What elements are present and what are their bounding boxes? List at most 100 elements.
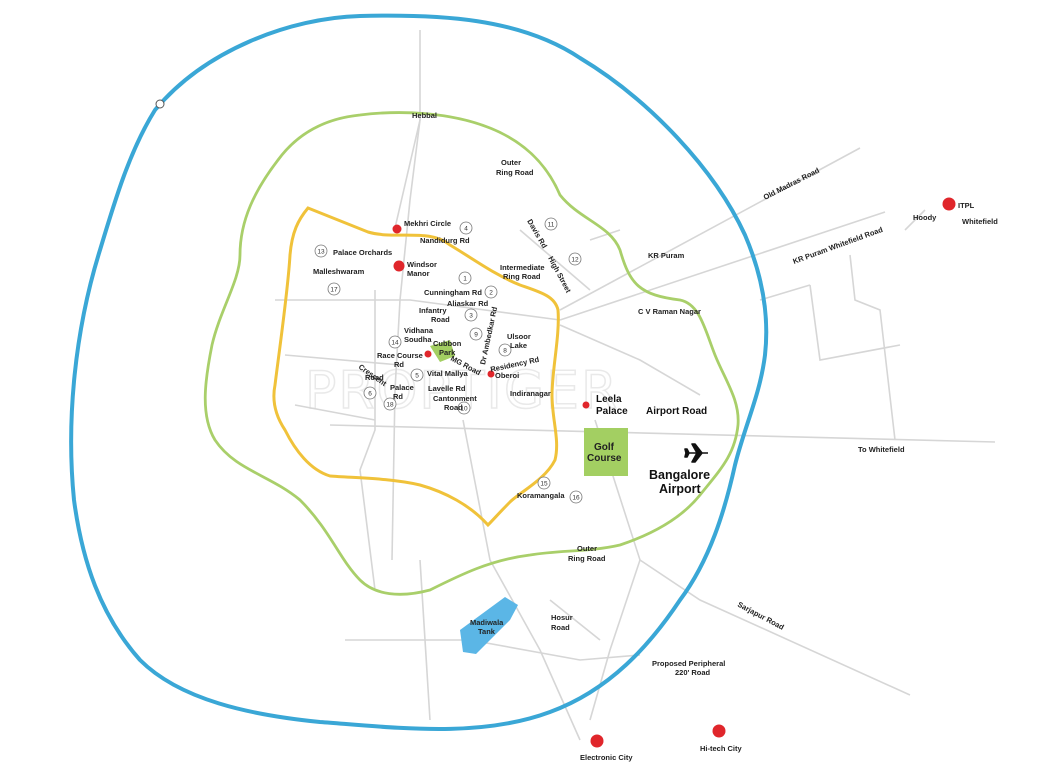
- label-cantonment-road-1: Cantonment: [433, 394, 477, 403]
- svg-text:13: 13: [317, 249, 325, 256]
- label-to-whitefield: To Whitefield: [858, 445, 905, 454]
- svg-text:5: 5: [415, 373, 419, 380]
- label-malleshwaram: Malleshwaram: [313, 267, 365, 276]
- marker-2: 2: [484, 285, 498, 299]
- label-palace-orchards: Palace Orchards: [333, 248, 392, 257]
- marker-16: 16: [569, 490, 583, 504]
- label-windsor-manor-1: Windsor: [407, 260, 437, 269]
- marker-4: 4: [459, 221, 473, 235]
- label-intermediate-ring-2: Ring Road: [503, 272, 541, 281]
- label-whitefield: Whitefield: [962, 217, 998, 226]
- marker-13: 13: [314, 244, 328, 258]
- label-race-course-rd-2: Rd: [394, 360, 404, 369]
- svg-text:8: 8: [503, 348, 507, 355]
- label-aliaskar-rd: Aliaskar Rd: [447, 299, 489, 308]
- marker-5: 5: [410, 368, 424, 382]
- marker-3: 3: [464, 308, 478, 322]
- label-electronic-city: Electronic City: [580, 753, 633, 762]
- label-hoody: Hoody: [913, 213, 937, 222]
- golf-course-area: [584, 428, 628, 476]
- label-ulsoor-lake-2: Lake: [510, 341, 527, 350]
- marker-8: 8: [498, 343, 512, 357]
- svg-text:14: 14: [391, 340, 399, 347]
- oberoi-dot: [487, 370, 495, 378]
- marker-9: 9: [469, 327, 483, 341]
- windsor-manor-dot: [393, 260, 405, 272]
- label-cubbon-park-1: Cubbon: [433, 339, 462, 348]
- label-oberoi: Oberoi: [495, 371, 519, 380]
- label-infantry-road-1: Infantry: [419, 306, 447, 315]
- svg-text:9: 9: [474, 332, 478, 339]
- svg-text:15: 15: [540, 481, 548, 488]
- label-itpl: ITPL: [958, 201, 975, 210]
- label-leela-palace-2: Palace: [596, 406, 628, 417]
- label-vidhana-soudha-1: Vidhana: [404, 326, 434, 335]
- svg-text:16: 16: [572, 495, 580, 502]
- label-mekhri-circle: Mekhri Circle: [404, 219, 451, 228]
- svg-text:12: 12: [571, 257, 579, 264]
- label-golf-course-2: Course: [587, 453, 622, 464]
- label-koramangala: Koramangala: [517, 491, 565, 500]
- road-network: [275, 30, 996, 741]
- label-madiwala-tank-2: Tank: [478, 627, 496, 636]
- label-madiwala-tank-1: Madiwala: [470, 618, 504, 627]
- label-hitech-city: Hi-tech City: [700, 744, 743, 753]
- ring-marker-icon: [155, 99, 165, 109]
- cubbon-park-area: [430, 340, 455, 362]
- hitech-city-dot: [712, 724, 726, 738]
- label-outer-ring-south-2: Ring Road: [568, 554, 606, 563]
- svg-text:10: 10: [460, 406, 468, 413]
- label-leela-palace-1: Leela: [596, 394, 622, 405]
- label-indiranagar: Indiranagar: [510, 389, 551, 398]
- label-nandidurg-rd: Nandidurg Rd: [420, 236, 470, 245]
- marker-1: 1: [458, 271, 472, 285]
- svg-text:17: 17: [330, 287, 338, 294]
- marker-12: 12: [568, 252, 582, 266]
- label-windsor-manor-2: Manor: [407, 269, 430, 278]
- label-intermediate-ring-1: Intermediate: [500, 263, 545, 272]
- label-vital-mallya: Vital Mallya: [427, 369, 469, 378]
- label-proposed-peripheral-2: 220' Road: [675, 668, 711, 677]
- marker-17: 17: [327, 282, 341, 296]
- marker-10: 10: [457, 401, 471, 415]
- marker-18: 18: [383, 397, 397, 411]
- leela-palace-dot: [582, 401, 590, 409]
- outer-ring-road: [203, 111, 740, 596]
- svg-text:4: 4: [464, 226, 468, 233]
- itpl-dot: [942, 197, 956, 211]
- mekhri-circle-dot: [392, 224, 402, 234]
- svg-text:6: 6: [368, 391, 372, 398]
- svg-text:3: 3: [469, 313, 473, 320]
- label-kr-puram-whitefield-road: KR Puram Whitefield Road: [792, 225, 885, 266]
- map-labels: Hebbal Outer Ring Road Old Madras Road K…: [313, 111, 998, 762]
- label-outer-ring-north-2: Ring Road: [496, 168, 534, 177]
- label-outer-ring-south-1: Outer: [577, 544, 597, 553]
- airplane-icon: [684, 443, 708, 463]
- label-old-madras-road: Old Madras Road: [762, 166, 821, 202]
- label-hebbal: Hebbal: [412, 111, 437, 120]
- marker-14: 14: [388, 335, 402, 349]
- label-vidhana-soudha-2: Soudha: [404, 335, 432, 344]
- label-cantonment-road-2: Road: [444, 403, 463, 412]
- numbered-markers: 1 2 3 4 5 6 8 9 10 11 12 13 14 15 16 17 …: [314, 217, 583, 504]
- label-ulsoor-lake-1: Ulsoor: [507, 332, 531, 341]
- madiwala-tank-area: [460, 597, 518, 654]
- label-cubbon-park-2: Park: [439, 348, 456, 357]
- label-hosur-road-2: Road: [551, 623, 570, 632]
- svg-text:18: 18: [386, 402, 394, 409]
- label-infantry-road-2: Road: [431, 315, 450, 324]
- label-palace-rd-1: Palace: [390, 383, 414, 392]
- marker-11: 11: [544, 217, 558, 231]
- svg-text:11: 11: [548, 222, 555, 229]
- svg-text:1: 1: [463, 276, 467, 283]
- peripheral-ring-road: [69, 13, 769, 731]
- electronic-city-dot: [590, 734, 604, 748]
- marker-6: 6: [363, 386, 377, 400]
- intermediate-ring-road: [272, 206, 560, 528]
- label-lavelle-rd: Lavelle Rd: [428, 384, 466, 393]
- label-cv-raman-nagar: C V Raman Nagar: [638, 307, 701, 316]
- label-bangalore-airport-2: Airport: [659, 482, 702, 496]
- label-outer-ring-north-1: Outer: [501, 158, 521, 167]
- label-cunningham-rd: Cunningham Rd: [424, 288, 482, 297]
